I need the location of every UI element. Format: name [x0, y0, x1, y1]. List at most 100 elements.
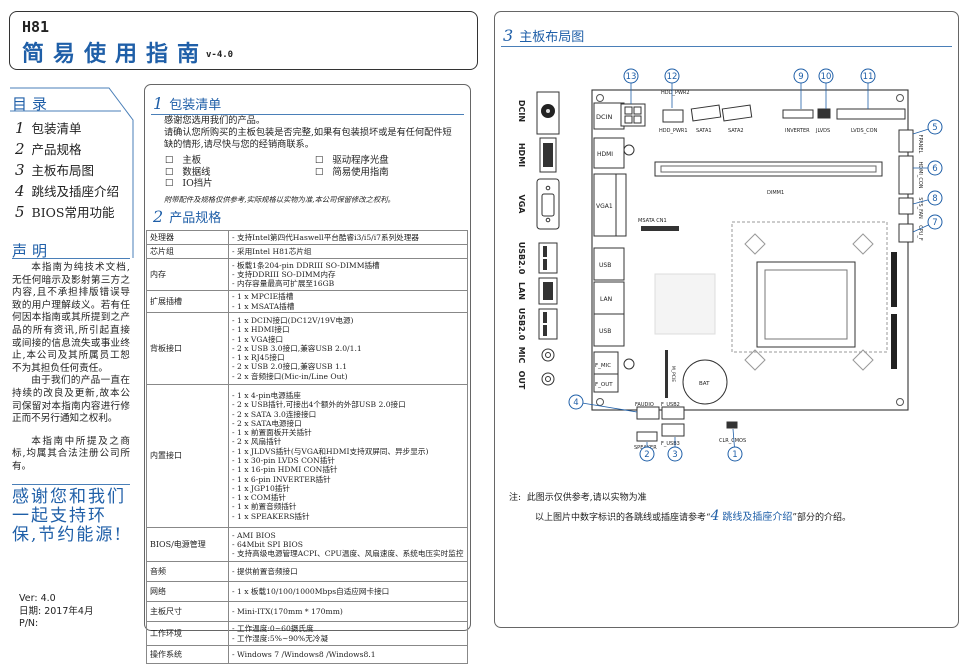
layout-divider [501, 46, 952, 47]
spec-value-line: - 1 x MPCIE插槽 [232, 292, 294, 302]
packing-item-guide: ☐ 简易使用指南 [315, 166, 389, 178]
spec-value-line: - 采用Intel H81芯片组 [232, 246, 312, 256]
spec-value-line: - 工作温度:0~60摄氏度 [232, 624, 314, 634]
spec-row: 内置接口- 1 x 4-pin电源插座- 2 x USB插针,可接出4个额外的外… [146, 384, 468, 528]
spec-value-line: - 支持高级电源管理ACPI、CPU温度、风扇速度、系统电压实时监控 [232, 549, 464, 559]
statement-para-2: 由于我们的产品一直在持续的改良及更新,故本公司保留对本指南内容进行修正而不另行通… [12, 375, 130, 425]
statement-para-1: 本指南为纯技术文档,无任何暗示及影射第三方之内容,且不承担排版错误导致的用户理解… [12, 262, 130, 374]
packing-item-driver-cd: ☐ 驱动程序光盘 [315, 155, 389, 166]
callout-number: 12 [667, 72, 678, 82]
callout-marker [568, 394, 584, 410]
spec-row: 扩展插槽- 1 x MPCIE插槽- 1 x MSATA插槽 [146, 290, 468, 313]
spec-row: 网络- 1 x 板载10/100/1000Mbps自适应网卡接口 [146, 581, 468, 602]
io-label: DCIN [517, 100, 526, 122]
spec-value-line: - 1 x SPEAKERS插针 [232, 511, 310, 521]
spec-value-line: - 64Mbit SPI BIOS [232, 539, 303, 549]
spec-row: 内存- 板载1条204-pin DDRIII SO-DIMM插槽- 支持DDRI… [146, 258, 468, 291]
board-label-fout: F_OUT [595, 382, 613, 388]
io-label: MIC [517, 347, 526, 364]
board-label-msata: MSATA CN1 [638, 218, 667, 224]
statement-para-3: 本指南中所提及之商标,均属其合法注册公司所有。 [12, 435, 130, 472]
footer-pn: P/N: [19, 618, 39, 629]
mpcie-slot [665, 350, 668, 398]
spec-value: - 板载1条204-pin DDRIII SO-DIMM插槽- 支持DDRIII… [228, 258, 468, 291]
packing-item-cable: ☐ 数据线 [165, 166, 211, 178]
spec-key: 处理器 [146, 230, 229, 245]
doc-footer: Ver: 4.0 日期: 2017年4月 P/N: [19, 593, 93, 631]
spec-value: - Windows 7 /Windows8 /Windows8.1 [228, 645, 468, 664]
board-label-sata1: SATA1 [696, 128, 712, 134]
callout-marker [927, 214, 943, 230]
statement-divider [12, 258, 130, 259]
spec-value-line: - 1 x JGP10插针 [232, 483, 290, 493]
specs-table: 处理器- 支持Intel第四代Haswell平台酷睿i3/i5/i7系列处理器芯… [146, 230, 468, 664]
spec-key: 扩展插槽 [146, 290, 229, 313]
mic-jack-icon [541, 348, 555, 362]
spec-key: 芯片组 [146, 244, 229, 259]
callout-number: 3 [672, 450, 677, 460]
packing-intro: 感谢您选用我们的产品。 请确认您所购买的主板包装是否完整,如果有包装损坏或是有任… [164, 115, 460, 151]
spec-value-line: - 1 x 6-pin INVERTER插针 [232, 474, 331, 484]
spec-value-line: - 1 x 前置面板开关插针 [232, 428, 312, 438]
spec-value-line: - AMI BIOS [232, 530, 276, 540]
packing-note: 附带配件及规格仅供参考,实际规格以实物为准,本公司保留修改之权利。 [164, 195, 395, 204]
spec-value: - Mini-ITX(170mm * 170mm) [228, 601, 468, 622]
board-label-hdmi: HDMI [597, 151, 613, 158]
spec-key: 网络 [146, 581, 229, 602]
doc-title: 简易使用指南 [22, 41, 209, 67]
callout-number: 13 [626, 72, 637, 82]
callout-marker [727, 446, 743, 462]
io-shield [536, 91, 560, 386]
footer-version: Ver: 4.0 [19, 593, 56, 604]
vga-port-icon [536, 178, 560, 230]
board-label-fmic: F_MIC [595, 363, 611, 369]
spec-value: - 提供前置音频接口 [228, 561, 468, 582]
spec-value-line: - 提供前置音频接口 [232, 566, 298, 576]
statement-title: 声明 [12, 242, 53, 260]
spec-value-line: - Windows 7 /Windows8 /Windows8.1 [232, 649, 376, 659]
spec-row: 背板接口- 1 x DCIN接口(DC12V/19V电源)- 1 x HDMI接… [146, 312, 468, 385]
io-label: HDMI [517, 143, 526, 167]
spec-value-line: - 2 x 音频接口(Mic-in/Line Out) [232, 371, 348, 381]
spec-value-line: - 2 x 风扇插针 [232, 437, 282, 447]
io-label: USB2.0 [517, 242, 526, 275]
spec-key: 工作环境 [146, 621, 229, 646]
spec-value-line: - 1 x MSATA插槽 [232, 301, 295, 311]
board-label-usb1: USB [599, 262, 611, 269]
callout-marker [927, 119, 943, 135]
spec-row: 芯片组- 采用Intel H81芯片组 [146, 244, 468, 259]
usb-port-icon [538, 242, 558, 274]
spec-value-line: - 2 x USB插针,可接出4个额外的外部USB 2.0接口 [232, 400, 406, 410]
board-label-fpanel: FPANEL [917, 135, 923, 154]
board-label-hdd_pwr2: HDD_PWR2 [661, 90, 690, 96]
spec-value: - 1 x 板载10/100/1000Mbps自适应网卡接口 [228, 581, 468, 602]
board-label-fusb2: F_USB2 [661, 402, 680, 408]
callout-number: 1 [732, 450, 737, 460]
chipset [654, 273, 716, 335]
spec-value-line: - 1 x RJ45接口 [232, 353, 285, 363]
board-label-lan: LAN [600, 296, 612, 303]
toc-title: 目录 [12, 95, 53, 113]
dimm-slot [654, 161, 883, 177]
spec-value-line: - 2 x SATA 3.0连接接口 [232, 409, 317, 419]
usb-port-2-icon [538, 308, 558, 340]
board-label-hdmi_con: HDMI_CON [917, 161, 923, 188]
slogan-divider [12, 483, 130, 485]
spec-row: BIOS/电源管理- AMI BIOS- 64Mbit SPI BIOS- 支持… [146, 527, 468, 562]
model-name: H81 [22, 18, 50, 36]
board-label-mpcie: M_PCIE [670, 366, 676, 382]
board-label-vga: VGA1 [596, 203, 613, 210]
spec-value-line: - 1 x 16-pin HDMI CON插针 [232, 465, 338, 475]
